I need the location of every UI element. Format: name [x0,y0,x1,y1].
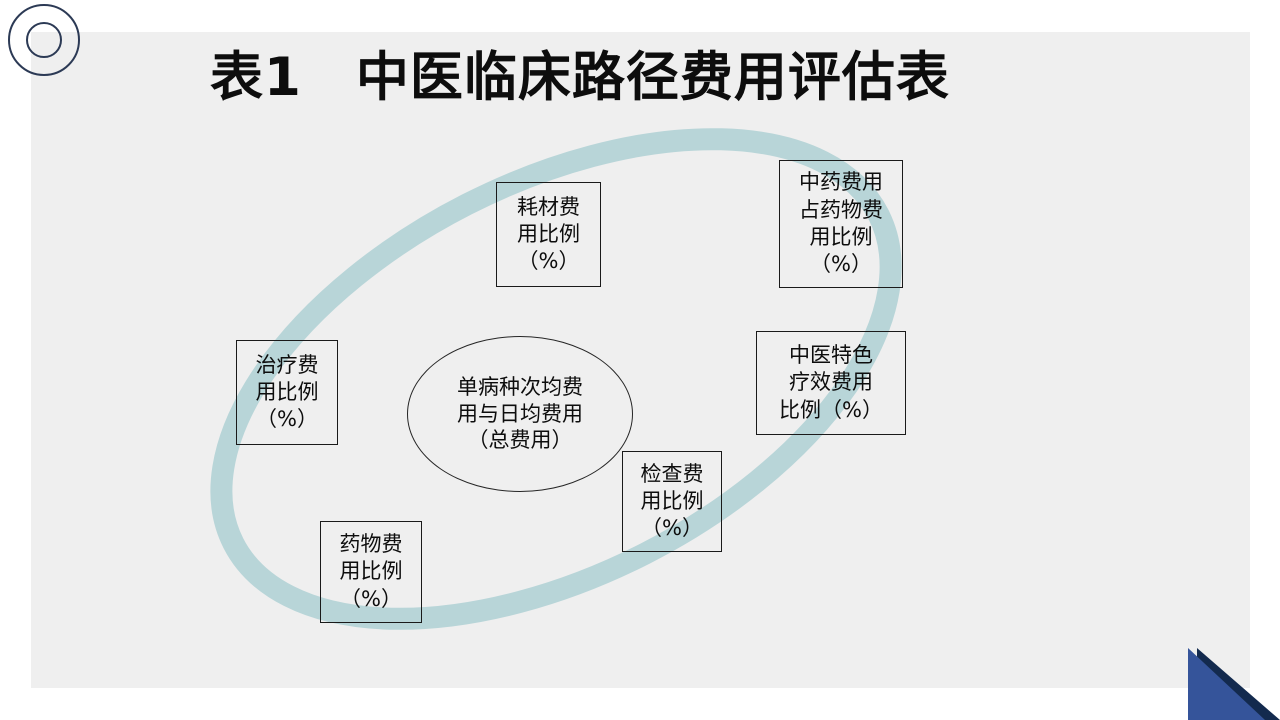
concentric-rings-decoration [8,4,108,104]
inner-ring-icon [26,22,62,58]
node-box-drug-cost-ratio: 药物费 用比例 （%） [320,521,422,623]
center-ellipse-shape [407,336,633,492]
center-node: 单病种次均费 用与日均费用 （总费用） [407,336,633,492]
corner-triangle-decoration [1188,648,1280,720]
slide-background-panel [31,32,1250,688]
node-box-chinese-medicine-share-of-drug-cost: 中药费用 占药物费 用比例 （%） [779,160,903,288]
node-box-examination-cost-ratio: 检查费 用比例 （%） [622,451,722,552]
center-node-label: 单病种次均费 用与日均费用 （总费用） [457,374,583,453]
outer-ring-icon [8,4,80,76]
corner-blue-triangle [1188,648,1265,720]
page-title: 表1 中医临床路径费用评估表 [210,47,950,108]
node-box-treatment-cost-ratio: 治疗费 用比例 （%） [236,340,338,445]
node-box-tcm-characteristic-therapy-cost-ratio: 中医特色 疗效费用 比例（%） [756,331,906,435]
node-box-material-cost-ratio: 耗材费 用比例 （%） [496,182,601,287]
